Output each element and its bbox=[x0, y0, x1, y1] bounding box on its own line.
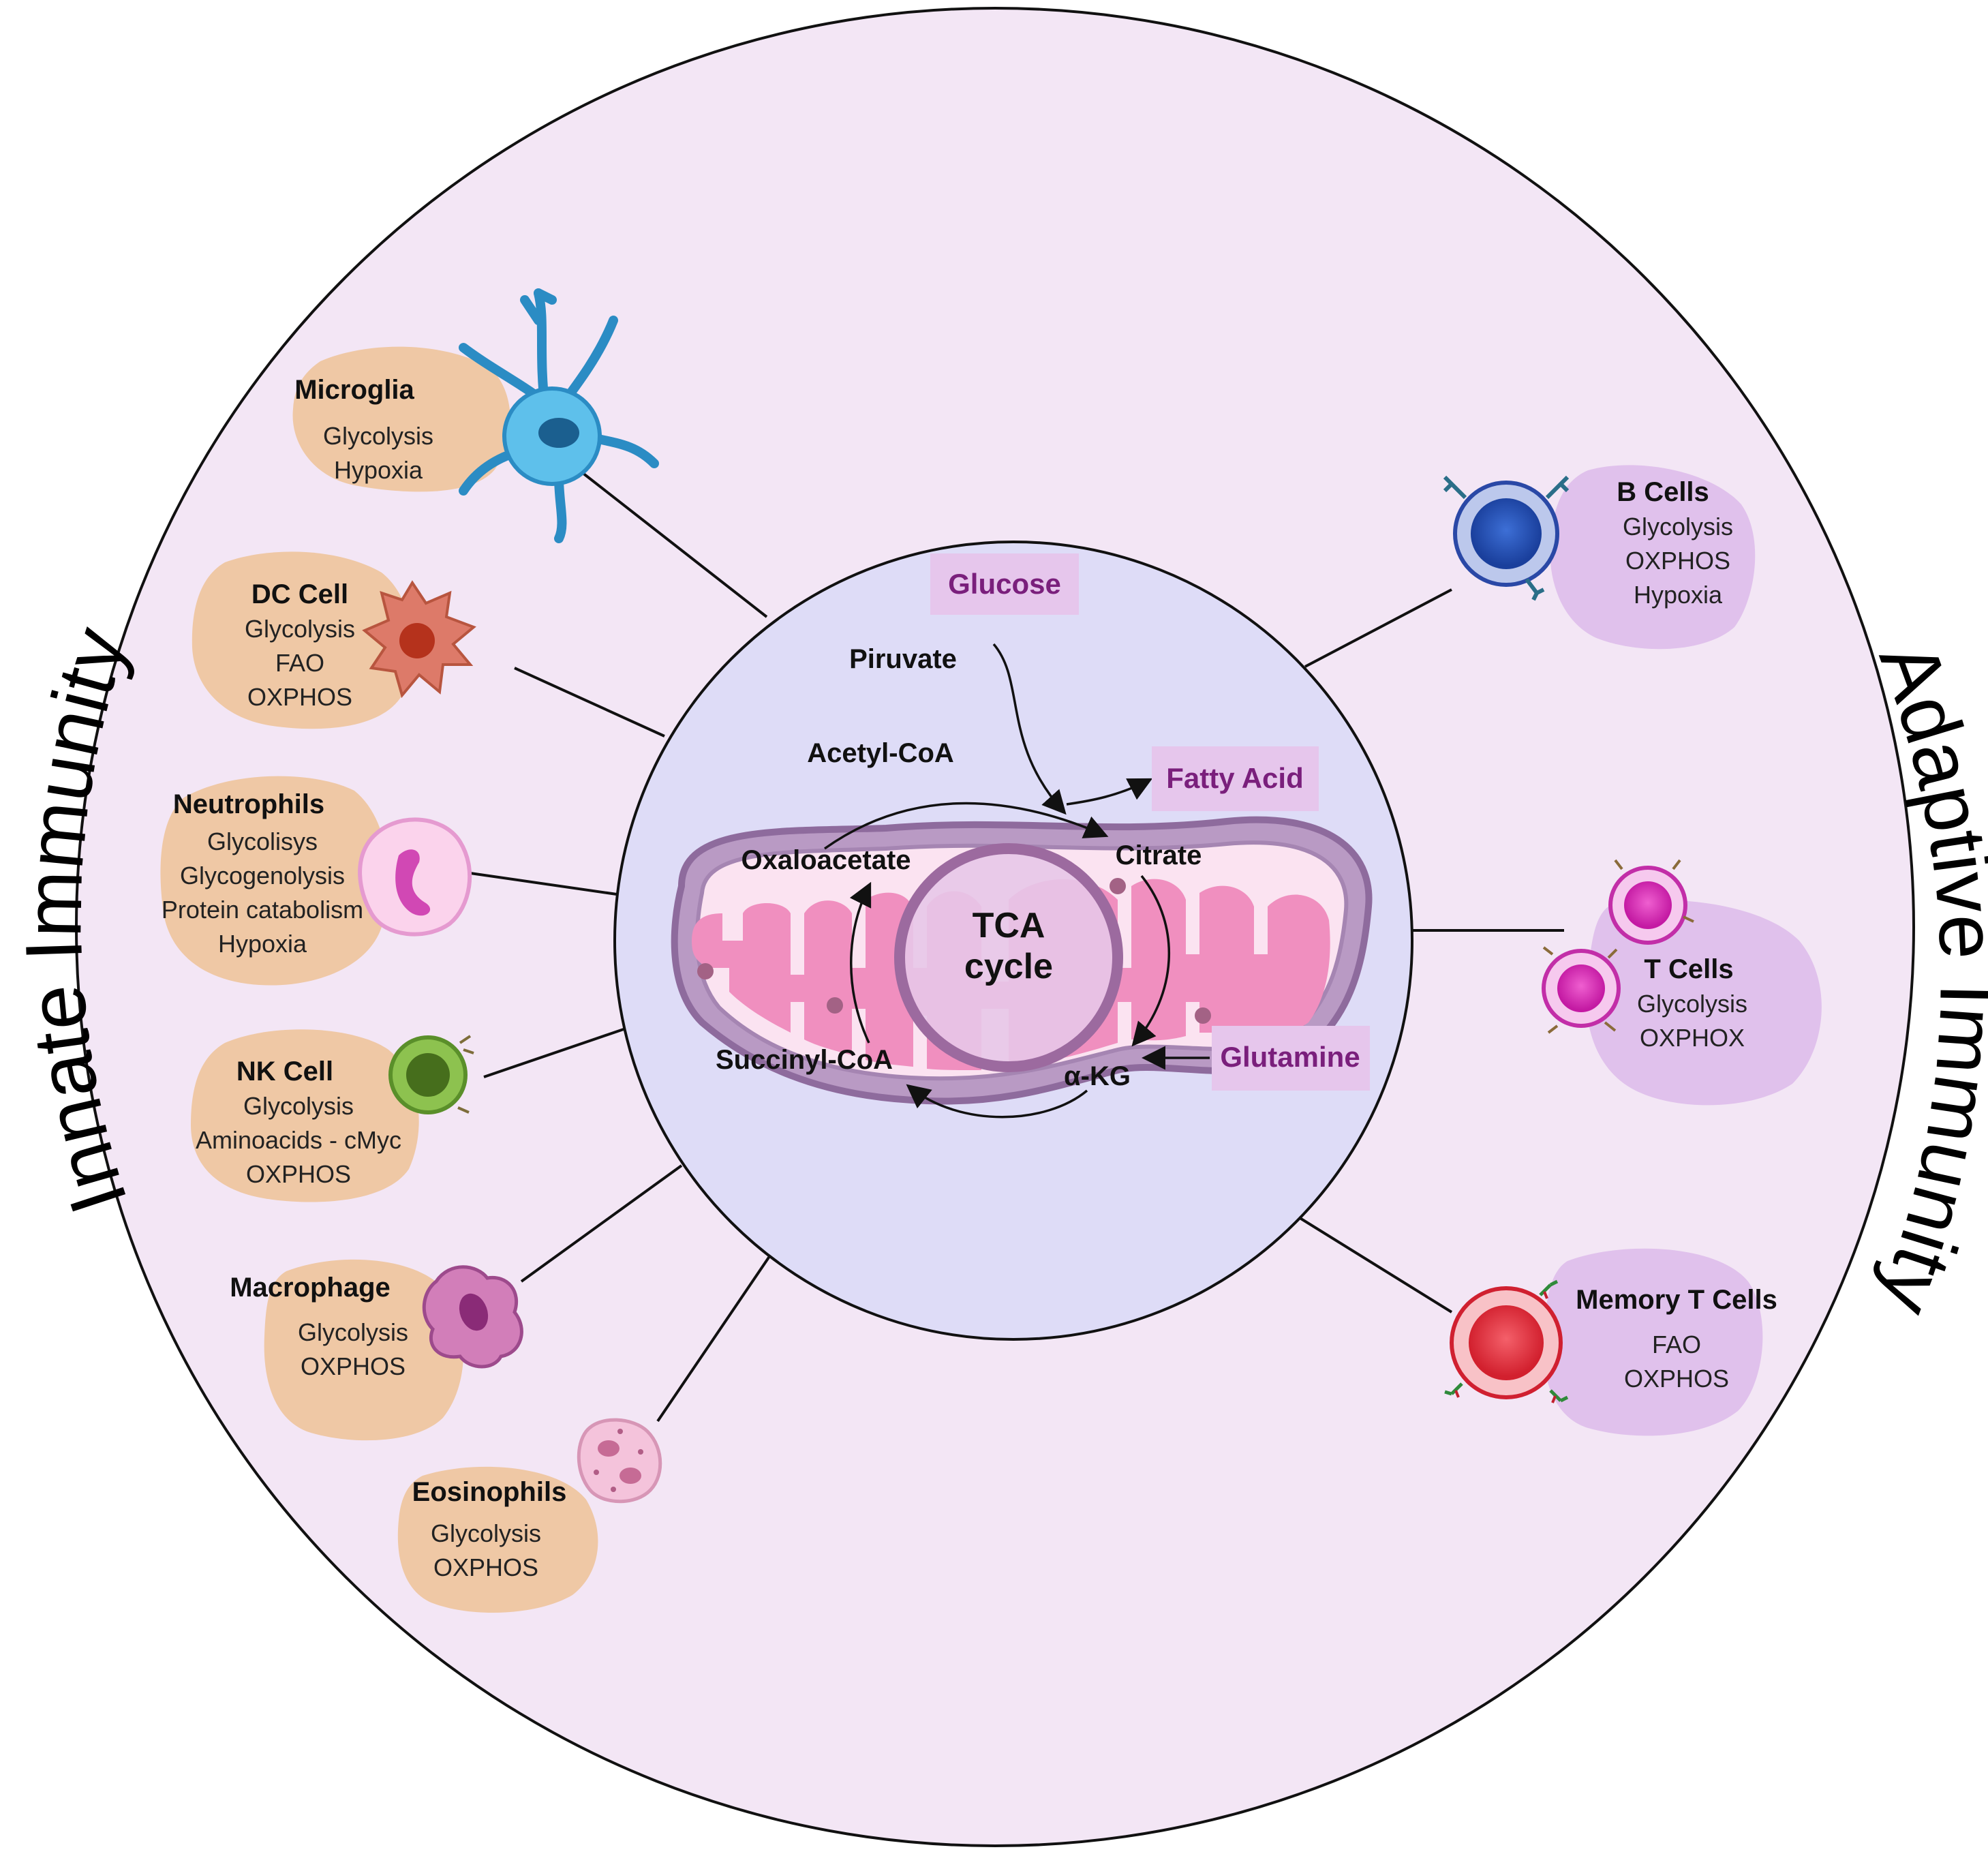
b-cells-blob bbox=[1550, 465, 1756, 650]
microglia-name: Microglia bbox=[294, 375, 414, 405]
t-cells-group: T Cells Glycolysis OXPHOX bbox=[1542, 859, 1822, 1106]
connector-memory-t-cells bbox=[1285, 1209, 1453, 1313]
arrow-glucose-to-citrate bbox=[992, 643, 1067, 815]
glucose-label: Glucose bbox=[948, 568, 1061, 600]
fatty-acid-label: Fatty Acid bbox=[1166, 762, 1303, 794]
neutrophils-blob bbox=[160, 776, 388, 986]
macrophage-name: Macrophage bbox=[230, 1273, 391, 1303]
matrix-granule bbox=[1195, 1007, 1211, 1024]
arrow-alpha-kg-to-succinyl-coa bbox=[906, 1084, 1088, 1119]
piruvate-label: Piruvate bbox=[849, 644, 957, 674]
t-cells-line-1: Glycolysis bbox=[1637, 990, 1747, 1018]
tca-label-line2: cycle bbox=[964, 947, 1053, 986]
oxaloacetate-label: Oxaloacetate bbox=[741, 845, 911, 875]
nk-cell-icon bbox=[388, 1035, 474, 1114]
macrophage-line-1: Glycolysis bbox=[298, 1318, 408, 1346]
neutrophils-group: Neutrophils Glycolisys Glycogenolysis Pr… bbox=[160, 776, 472, 986]
eosinophils-line-2: OXPHOS bbox=[433, 1553, 538, 1581]
citrate-label: Citrate bbox=[1116, 840, 1202, 870]
matrix-granule bbox=[827, 997, 843, 1014]
dc-cell-group: DC Cell Glycolysis FAO OXPHOS bbox=[192, 551, 476, 729]
arrow-oxaloacetate-to-citrate bbox=[823, 802, 1109, 850]
t-cells-line-2: OXPHOX bbox=[1640, 1024, 1745, 1052]
t-cells-name: T Cells bbox=[1644, 954, 1733, 984]
tca-label-line1: TCA bbox=[973, 906, 1045, 945]
eosinophils-blob bbox=[397, 1466, 598, 1613]
macrophage-blob bbox=[264, 1259, 463, 1441]
connector-microglia bbox=[578, 469, 768, 618]
connector-nk-cell bbox=[483, 1028, 624, 1078]
arrow-succinyl-coa-to-oxaloacetate bbox=[849, 881, 872, 1044]
connector-lines bbox=[465, 469, 1564, 1423]
connector-neutrophils bbox=[465, 871, 617, 896]
dc-cell-line-1: Glycolysis bbox=[245, 615, 355, 643]
tca-cycle-ring bbox=[894, 843, 1123, 1072]
eosinophils-group: Eosinophils Glycolysis OXPHOS bbox=[397, 1418, 662, 1613]
arrow-citrate-to-fatty-acid bbox=[1066, 778, 1153, 806]
glutamine-label: Glutamine bbox=[1220, 1041, 1360, 1073]
microglia-line-2: Hypoxia bbox=[334, 456, 423, 484]
nk-cell-line-1: Glycolysis bbox=[243, 1092, 354, 1120]
eosinophil-icon bbox=[577, 1418, 662, 1504]
b-cells-name: B Cells bbox=[1617, 477, 1709, 507]
dendritic-cell-icon bbox=[362, 580, 476, 699]
dc-cell-line-2: FAO bbox=[275, 649, 324, 677]
macrophage-group: Macrophage Glycolysis OXPHOS bbox=[230, 1259, 523, 1441]
memory-t-cells-blob bbox=[1543, 1248, 1763, 1436]
connector-eosinophils bbox=[656, 1246, 777, 1423]
alpha-kg-label: α-KG bbox=[1064, 1061, 1131, 1091]
neutrophils-name: Neutrophils bbox=[173, 789, 324, 819]
b-cells-line-2: OXPHOS bbox=[1625, 547, 1730, 575]
matrix-granule bbox=[697, 963, 714, 979]
dc-cell-name: DC Cell bbox=[251, 579, 348, 609]
nk-cell-line-3: OXPHOS bbox=[246, 1160, 351, 1188]
microglia-group: Microglia Glycolysis Hypoxia bbox=[292, 288, 659, 543]
nk-cell-name: NK Cell bbox=[236, 1057, 333, 1087]
dc-cell-line-3: OXPHOS bbox=[247, 683, 352, 711]
macrophage-line-2: OXPHOS bbox=[301, 1352, 406, 1380]
nk-cell-line-2: Aminoacids - cMyc bbox=[196, 1126, 401, 1154]
microglia-line-1: Glycolysis bbox=[323, 422, 433, 450]
memory-t-cells-line-1: FAO bbox=[1652, 1331, 1701, 1358]
arrow-citrate-to-alpha-kg bbox=[1131, 875, 1171, 1047]
b-cells-group: B Cells Glycolysis OXPHOS Hypoxia bbox=[1443, 465, 1756, 650]
neutrophils-line-4: Hypoxia bbox=[218, 930, 307, 958]
connector-macrophage bbox=[520, 1164, 683, 1283]
succinyl-coa-label: Succinyl-CoA bbox=[716, 1045, 893, 1075]
neutrophil-icon bbox=[358, 817, 472, 937]
matrix-granule bbox=[1110, 878, 1126, 894]
memory-t-cells-line-2: OXPHOS bbox=[1624, 1365, 1729, 1393]
neutrophils-line-1: Glycolisys bbox=[207, 827, 318, 855]
dc-cell-blob bbox=[192, 551, 412, 729]
memory-t-cells-group: Memory T Cells FAO OXPHOS bbox=[1444, 1248, 1777, 1436]
connector-b-cells bbox=[1304, 588, 1452, 668]
memory-t-cell-icon bbox=[1444, 1279, 1569, 1403]
eosinophils-name: Eosinophils bbox=[412, 1477, 567, 1507]
connector-dc-cell bbox=[514, 667, 665, 738]
b-cell-icon bbox=[1443, 475, 1570, 601]
acetyl-coa-label: Acetyl-CoA bbox=[807, 738, 954, 768]
glutamine-box bbox=[1212, 1026, 1370, 1091]
nk-cell-blob bbox=[191, 1029, 419, 1202]
t-cell-icon bbox=[1542, 859, 1694, 1034]
glucose-box bbox=[930, 553, 1079, 615]
memory-t-cells-name: Memory T Cells bbox=[1576, 1285, 1777, 1315]
t-cells-blob bbox=[1586, 900, 1822, 1106]
neutrophils-line-3: Protein catabolism bbox=[162, 896, 363, 924]
microglia-blob bbox=[292, 346, 510, 492]
eosinophils-line-1: Glycolysis bbox=[431, 1519, 541, 1547]
cycle-arrows bbox=[823, 643, 1210, 1119]
neutrophils-line-2: Glycogenolysis bbox=[180, 862, 345, 890]
nk-cell-group: NK Cell Glycolysis Aminoacids - cMyc OXP… bbox=[191, 1029, 474, 1202]
b-cells-line-1: Glycolysis bbox=[1623, 513, 1733, 541]
b-cells-line-3: Hypoxia bbox=[1634, 581, 1723, 609]
macrophage-icon bbox=[422, 1265, 523, 1369]
microglia-icon bbox=[459, 288, 659, 543]
fatty-acid-box bbox=[1152, 746, 1319, 811]
